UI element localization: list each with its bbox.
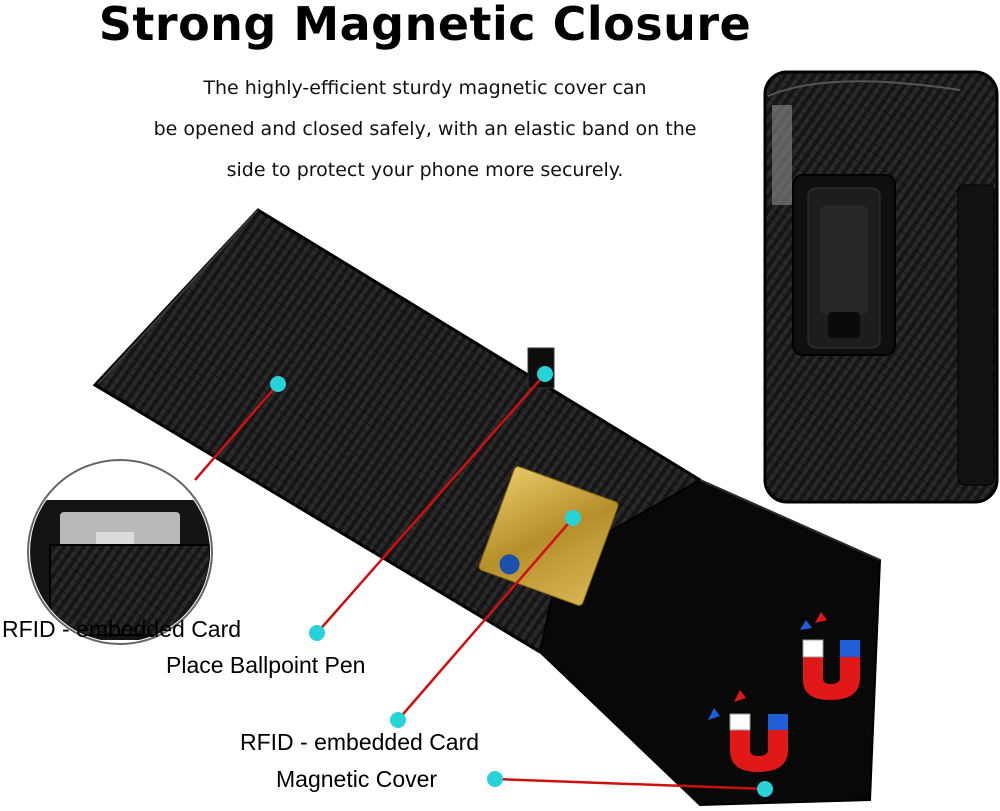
callout-rfid-card-left: RFID - embedded Card (2, 616, 242, 642)
description-line: The highly-efficient sturdy magnetic cov… (203, 77, 647, 99)
callout-dots (270, 366, 773, 797)
open-pouch (92, 208, 882, 807)
callout-lines (194, 373, 766, 791)
magnet-icon (708, 690, 788, 772)
description: The highly-efficient sturdy magnetic cov… (80, 68, 770, 191)
page-title: Strong Magnetic Closure (98, 0, 752, 51)
description-line: side to protect your phone more securely… (226, 159, 624, 181)
card-pocket-inset (27, 459, 213, 645)
closed-holster (763, 70, 999, 504)
callout-magnetic-cover: Magnetic Cover (276, 766, 438, 792)
callout-rfid-card-bottom: RFID - embedded Card (240, 729, 480, 755)
belt-clip (792, 174, 896, 356)
magnet-icon (800, 612, 860, 700)
description-line: be opened and closed safely, with an ela… (153, 118, 697, 140)
callout-ballpoint-pen: Place Ballpoint Pen (166, 652, 366, 678)
rfid-card-image (478, 466, 619, 606)
